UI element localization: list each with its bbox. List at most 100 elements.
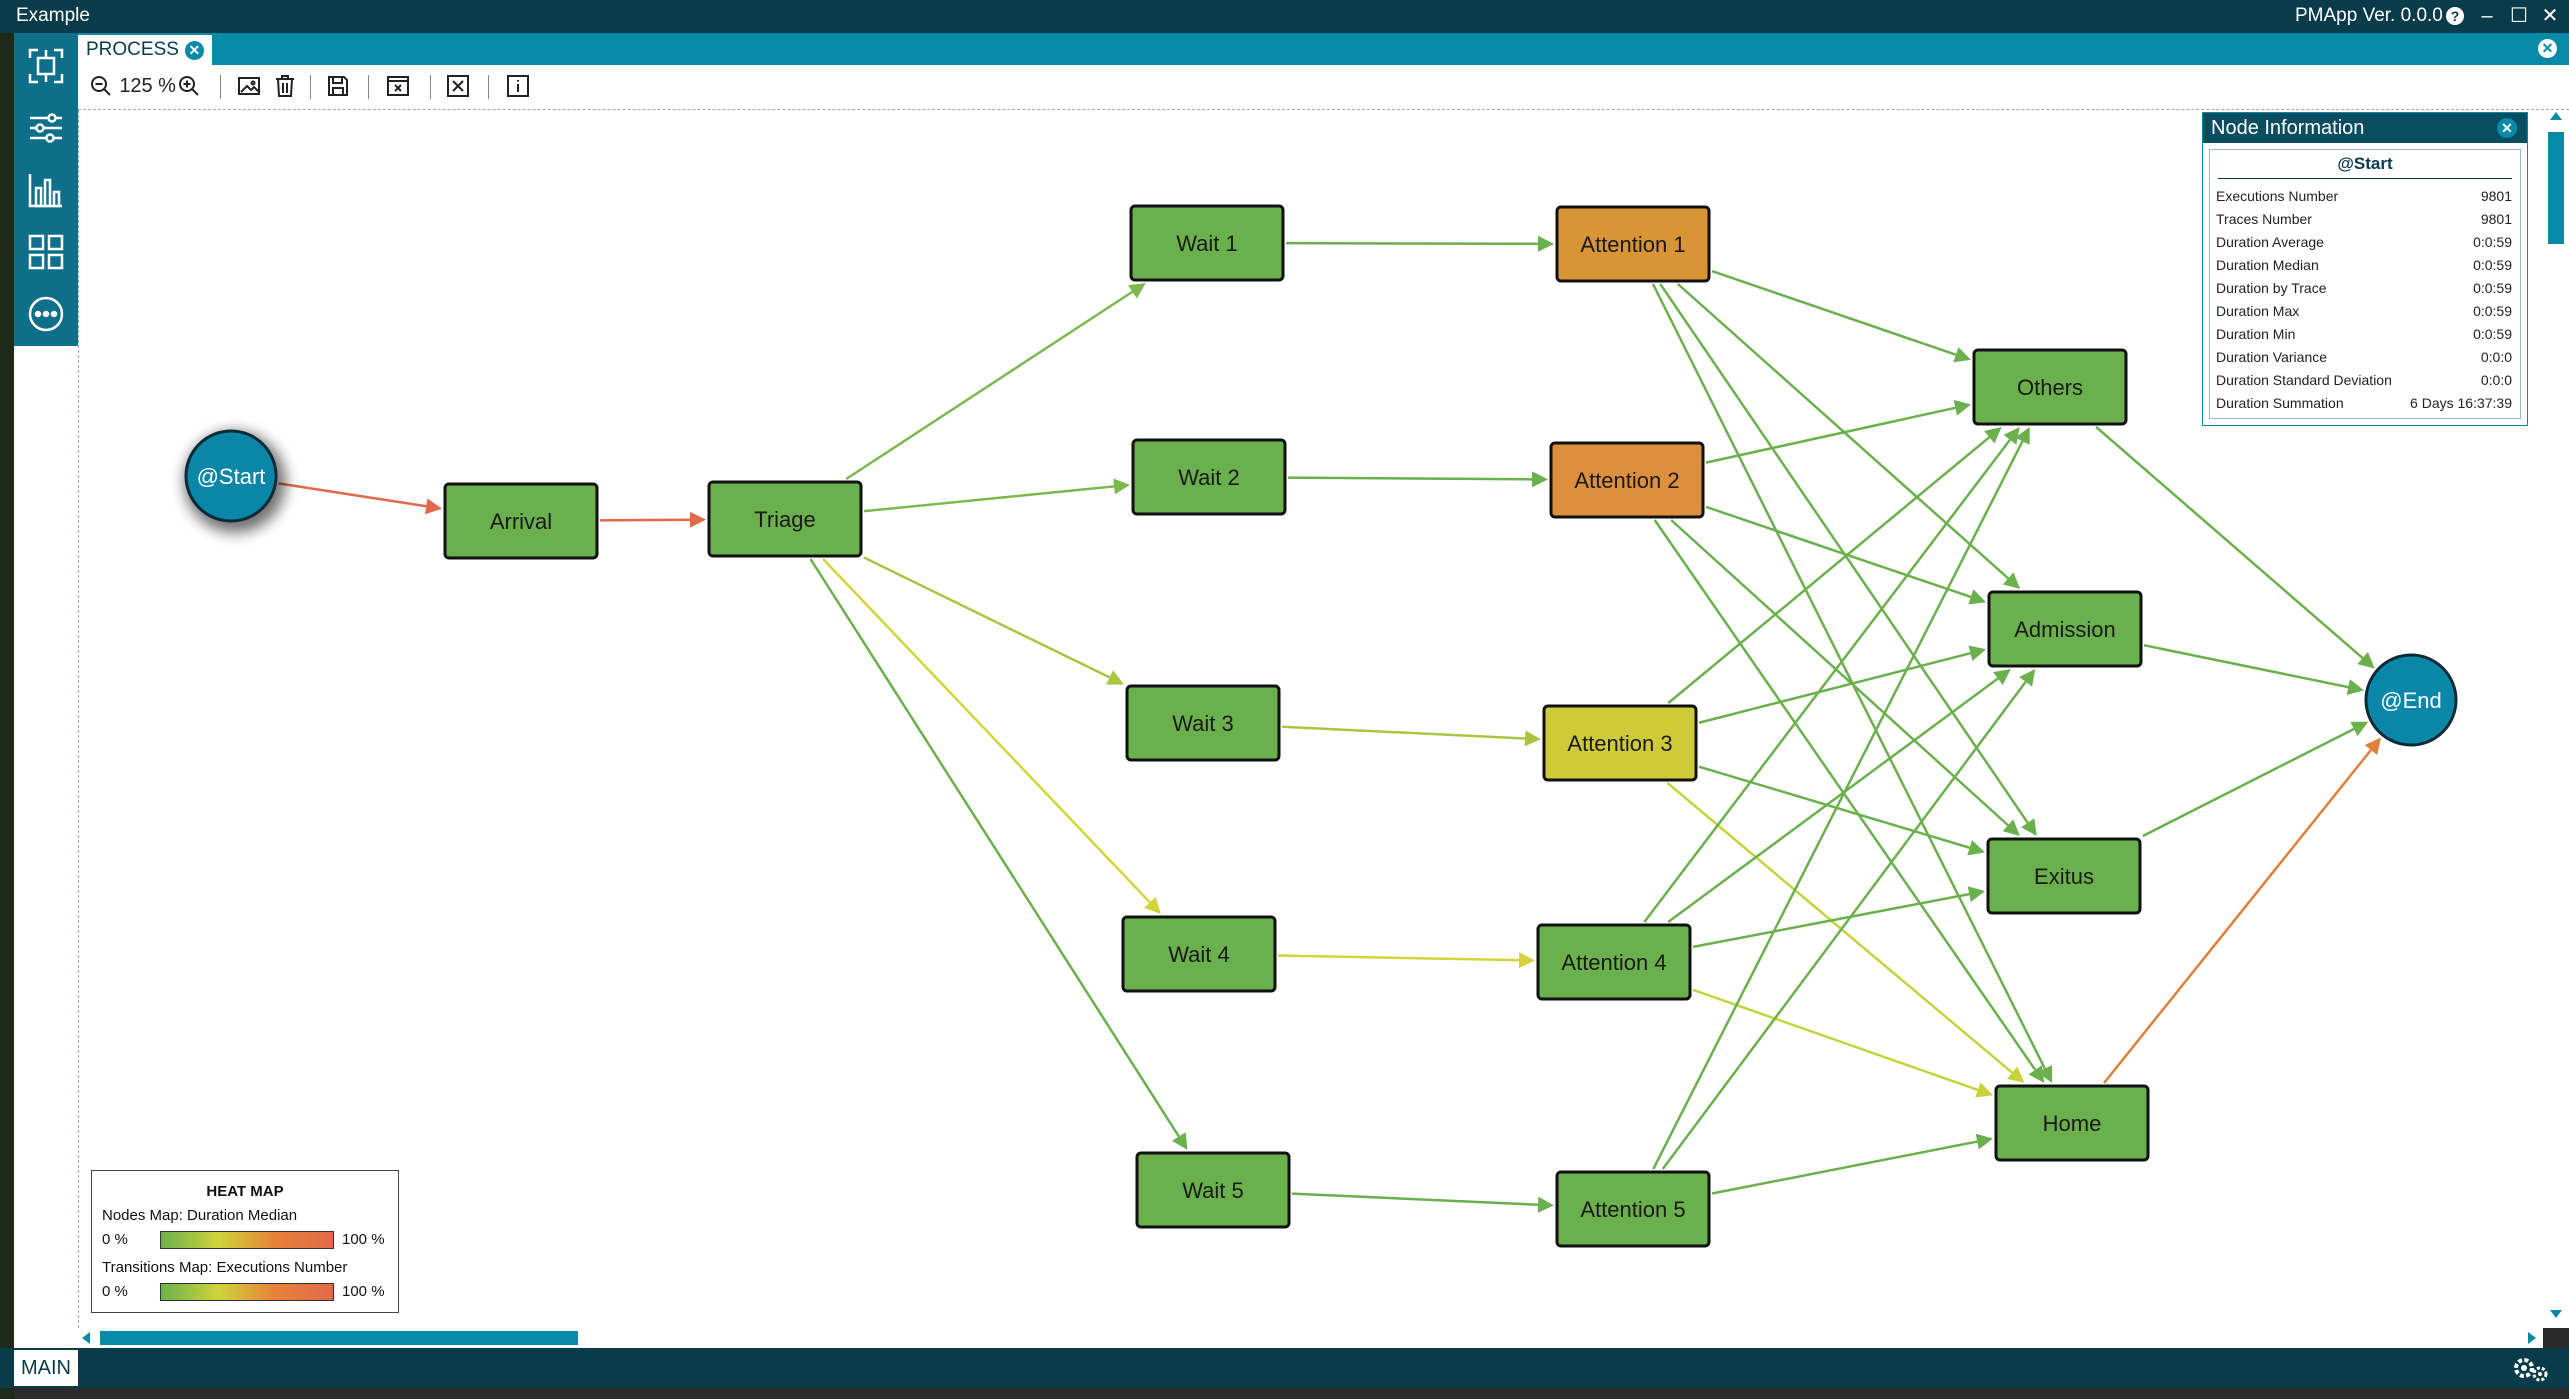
transition-triage-to-wait1[interactable] [845, 283, 1146, 481]
transition-att1-to-others[interactable] [1711, 269, 1971, 363]
transition-line[interactable] [1698, 765, 1971, 849]
transition-wait4-to-att4[interactable] [1277, 952, 1535, 969]
scroll-down-arrow-icon[interactable] [2550, 1310, 2562, 1318]
transition-line[interactable] [1667, 436, 1991, 704]
transition-att2-to-others[interactable] [1705, 399, 1971, 464]
node-box[interactable] [1986, 837, 2142, 915]
node-wait3[interactable]: Wait 3 [1125, 684, 1281, 762]
transition-line[interactable] [1692, 988, 1979, 1092]
transition-line[interactable] [1285, 241, 1539, 246]
node-wait2[interactable]: Wait 2 [1131, 438, 1287, 516]
node-circle[interactable] [2364, 653, 2458, 747]
node-box[interactable] [1972, 348, 2128, 426]
node-wait4[interactable]: Wait 4 [1121, 915, 1277, 993]
transition-line[interactable] [1277, 954, 1520, 962]
close-document-icon[interactable]: ✕ [2538, 39, 2557, 58]
node-others[interactable]: Others [1972, 348, 2128, 426]
export-image-icon[interactable] [235, 71, 263, 101]
node-triage[interactable]: Triage [707, 480, 863, 558]
transition-line[interactable] [1287, 476, 1533, 481]
transition-line[interactable] [2142, 727, 2355, 838]
transition-line[interactable] [1698, 651, 1971, 724]
zoom-in-icon[interactable] [176, 71, 202, 101]
transition-att3-to-others[interactable] [1667, 427, 2002, 704]
transition-line[interactable] [822, 558, 1151, 904]
horizontal-scroll-thumb[interactable] [100, 1331, 578, 1345]
transition-others-to-end[interactable] [2095, 426, 2375, 669]
settings-gears-icon[interactable] [2510, 1354, 2550, 1389]
transition-wait1-to-att1[interactable] [1285, 235, 1554, 252]
export-excel-icon[interactable] [444, 71, 472, 101]
transition-line[interactable] [1667, 677, 1999, 924]
transition-line[interactable] [1705, 505, 1972, 599]
transition-line[interactable] [1666, 782, 2013, 1074]
node-box[interactable] [1555, 205, 1711, 283]
vertical-scrollbar[interactable] [2543, 110, 2569, 1328]
node-box[interactable] [1121, 915, 1277, 993]
transition-wait5-to-att5[interactable] [1291, 1192, 1554, 1213]
transition-line[interactable] [1291, 1192, 1539, 1206]
node-start[interactable]: @Start [184, 429, 286, 533]
node-att3[interactable]: Attention 3 [1542, 704, 1698, 782]
help-icon[interactable]: ? [2440, 2, 2470, 30]
transition-att2-to-exitus[interactable] [1670, 519, 2020, 836]
transition-line[interactable] [1670, 519, 2009, 827]
transition-att2-to-home[interactable] [1653, 519, 2045, 1083]
tab-process[interactable]: PROCESS ✕ [78, 35, 212, 65]
scroll-right-arrow-icon[interactable] [2528, 1332, 2536, 1344]
transition-wait3-to-att3[interactable] [1281, 725, 1541, 747]
scroll-left-arrow-icon[interactable] [82, 1332, 90, 1344]
node-att5[interactable]: Attention 5 [1555, 1170, 1711, 1248]
delete-icon[interactable] [272, 71, 298, 101]
process-map-icon[interactable] [14, 35, 78, 97]
transition-wait2-to-att2[interactable] [1287, 471, 1548, 488]
close-panel-icon[interactable]: ✕ [2497, 118, 2517, 138]
node-box[interactable] [1536, 923, 1692, 1001]
node-box[interactable] [1549, 441, 1705, 519]
info-icon[interactable] [504, 71, 532, 101]
transition-line[interactable] [1677, 283, 2010, 580]
horizontal-scrollbar[interactable] [78, 1328, 2543, 1348]
transition-line[interactable] [863, 556, 1111, 679]
vertical-scroll-thumb[interactable] [2548, 132, 2564, 244]
transition-line[interactable] [1661, 681, 2027, 1170]
save-icon[interactable] [324, 71, 352, 101]
transition-att5-to-others[interactable] [1652, 427, 2030, 1170]
transition-att4-to-admission[interactable] [1667, 669, 2011, 924]
transition-att5-to-home[interactable] [1711, 1133, 1993, 1195]
transition-att2-to-admission[interactable] [1705, 505, 1986, 605]
transition-line[interactable] [2103, 749, 2372, 1084]
transition-line[interactable] [863, 485, 1115, 513]
node-box[interactable] [1542, 704, 1698, 782]
node-end[interactable]: @End [2364, 653, 2458, 747]
close-window-button[interactable]: ✕ [2541, 5, 2559, 27]
transition-line[interactable] [599, 518, 691, 522]
node-box[interactable] [443, 482, 599, 560]
node-wait1[interactable]: Wait 1 [1129, 204, 1285, 282]
node-admission[interactable]: Admission [1987, 590, 2143, 668]
node-circle[interactable] [184, 429, 278, 523]
transition-att3-to-exitus[interactable] [1698, 765, 1985, 856]
transition-line[interactable] [1281, 725, 1526, 740]
transition-start-to-arrival[interactable] [278, 482, 442, 515]
node-box[interactable] [1131, 438, 1287, 516]
transition-line[interactable] [809, 558, 1180, 1138]
transition-triage-to-wait2[interactable] [863, 478, 1130, 513]
close-view-icon[interactable] [384, 71, 412, 101]
transition-line[interactable] [2143, 643, 2349, 689]
transition-line[interactable] [845, 290, 1134, 481]
transition-admission-to-end[interactable] [2143, 643, 2364, 695]
scroll-up-arrow-icon[interactable] [2550, 112, 2562, 120]
maximize-button[interactable]: ☐ [2510, 5, 2528, 27]
transition-att5-to-admission[interactable] [1661, 669, 2036, 1170]
dashboard-grid-icon[interactable] [14, 221, 78, 283]
more-icon[interactable] [14, 283, 78, 345]
main-view-label[interactable]: MAIN [14, 1350, 78, 1386]
node-att1[interactable]: Attention 1 [1555, 205, 1711, 283]
node-box[interactable] [1994, 1084, 2150, 1162]
zoom-value[interactable]: 125 [119, 74, 153, 97]
transition-arrival-to-triage[interactable] [599, 511, 706, 528]
transition-line[interactable] [1651, 283, 2046, 1070]
transition-att4-to-exitus[interactable] [1692, 886, 1985, 949]
